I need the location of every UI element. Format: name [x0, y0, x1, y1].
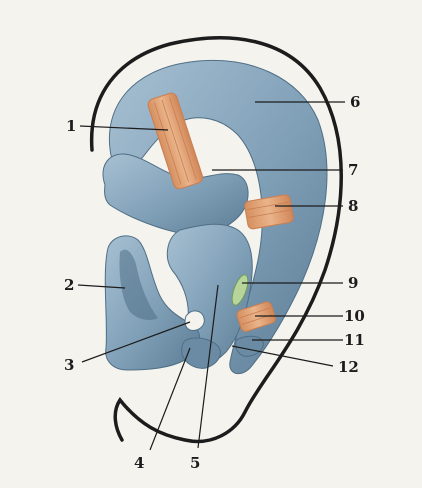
label-8: 8: [348, 197, 358, 215]
label-4: 4: [134, 454, 144, 472]
label-1: 1: [66, 117, 76, 135]
label-5: 5: [190, 454, 200, 472]
label-10: 10: [344, 307, 365, 325]
label-3: 3: [64, 356, 74, 374]
label-2: 2: [64, 276, 74, 294]
label-11: 11: [344, 331, 365, 349]
intertragic-notch: [185, 311, 204, 330]
label-12: 12: [338, 358, 359, 376]
label-9: 9: [348, 274, 358, 292]
label-6: 6: [350, 93, 360, 111]
label-7: 7: [348, 161, 358, 179]
